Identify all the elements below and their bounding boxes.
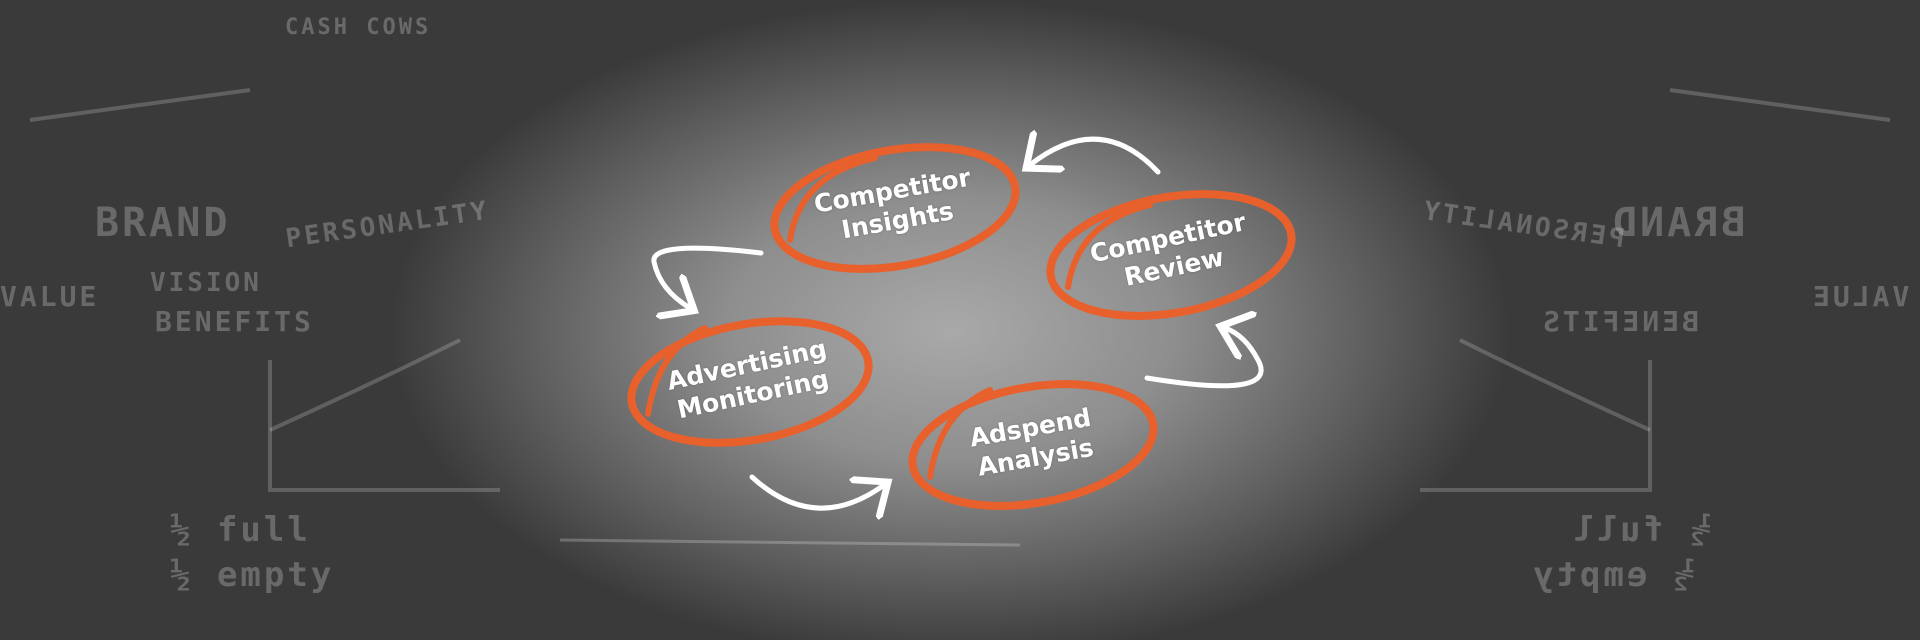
ellipse-adspend-analysis	[908, 380, 1158, 510]
ellipse-advertising-monitoring	[627, 317, 873, 447]
arrow-review-to-insights	[1030, 139, 1161, 175]
chalk-half-full: ½ full	[170, 510, 311, 550]
arrow-adspend-to-review	[1144, 328, 1264, 389]
ellipse-competitor-insights	[770, 143, 1020, 273]
chalk-brand: BRAND	[95, 200, 231, 246]
ellipse-competitor-review	[1046, 190, 1296, 320]
chalk-vision: VISION	[150, 268, 262, 298]
chalk-cash-cows: CASH COWS	[285, 15, 432, 40]
arrow-insights-to-advertising	[651, 245, 764, 308]
chalk-half-empty: ½ empty	[170, 555, 335, 595]
chalk-benefits: BENEFITS	[155, 305, 314, 338]
chalk-value: VALUE	[0, 280, 100, 313]
arrow-advertising-to-adspend	[749, 474, 884, 508]
